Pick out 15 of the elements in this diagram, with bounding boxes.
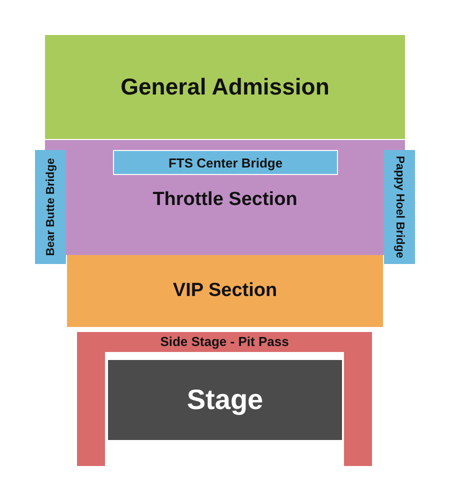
section-label: Side Stage - Pit Pass	[160, 334, 289, 349]
stage-block	[108, 360, 342, 440]
section-label: Pappy Hoel Bridge	[394, 156, 406, 258]
vip-section	[67, 255, 383, 327]
section-label: FTS Center Bridge	[168, 155, 283, 170]
left-bridge-section	[35, 150, 66, 264]
section-label: VIP Section	[172, 280, 278, 302]
section-label: Throttle Section	[152, 189, 298, 211]
center-bridge-section	[113, 150, 338, 175]
section-label: General Admission	[120, 74, 330, 100]
general-admission-section	[45, 35, 405, 139]
section-label: Bear Butte Bridge	[44, 158, 56, 256]
right-bridge-section	[384, 150, 415, 264]
side-stage-section	[77, 332, 372, 466]
section-label: Stage	[186, 384, 264, 416]
